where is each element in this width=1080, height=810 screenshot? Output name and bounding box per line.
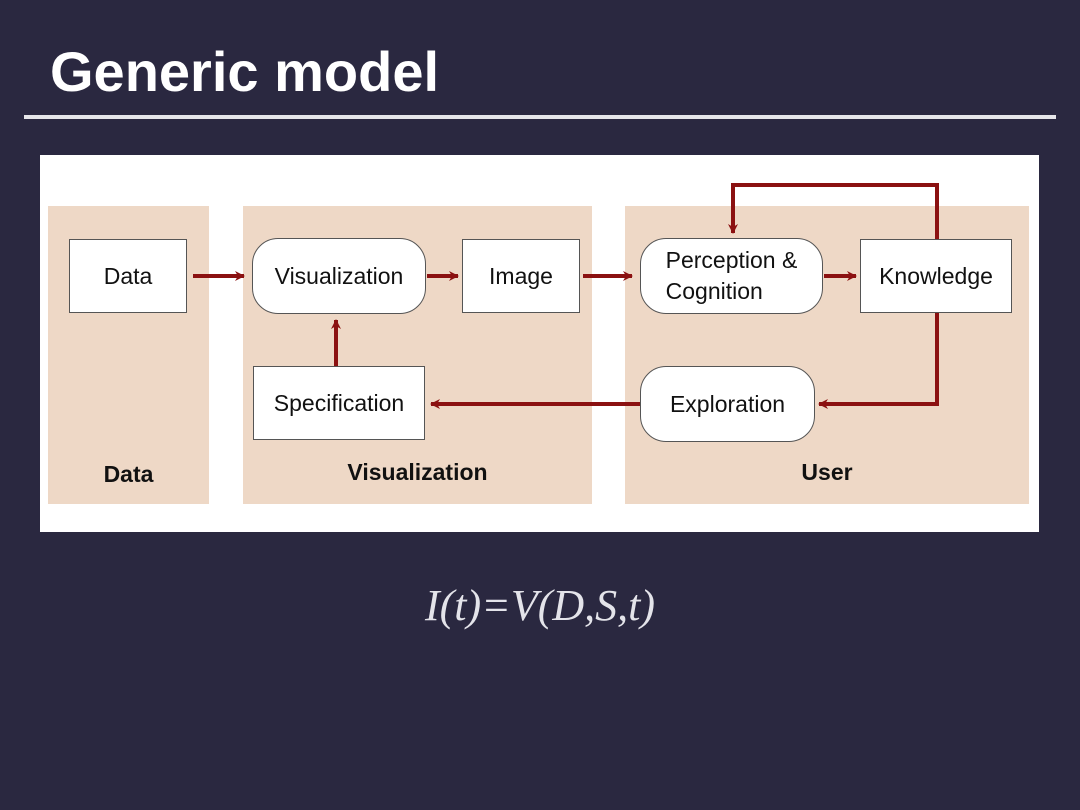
node-knowledge: Knowledge <box>860 239 1012 313</box>
title-divider <box>24 115 1056 119</box>
region-label-visualization: Visualization <box>347 459 488 485</box>
region-label-user: User <box>801 459 853 485</box>
node-data: Data <box>69 239 187 313</box>
node-perception-cognition: Perception & Cognition <box>640 238 823 314</box>
formula: I(t)=V(D,S,t) <box>424 581 656 630</box>
node-image: Image <box>462 239 580 313</box>
arrow-knowledge-to-exploration <box>818 313 939 409</box>
arrow-knowledge-to-perception <box>728 183 939 239</box>
diagram-panel: Data Visualization User Data Visualizati… <box>40 155 1039 532</box>
node-perception-label-line1: Perception & <box>665 247 798 273</box>
diagram-arrows <box>193 183 939 409</box>
node-perception-label: Perception & Cognition <box>666 245 798 307</box>
node-visualization: Visualization <box>252 238 426 314</box>
node-exploration-label: Exploration <box>669 390 786 417</box>
node-specification-label: Specification <box>273 389 405 416</box>
node-specification: Specification <box>253 366 425 440</box>
node-exploration: Exploration <box>640 366 815 442</box>
node-knowledge-label: Knowledge <box>879 262 993 289</box>
node-data-label: Data <box>103 262 153 289</box>
node-perception-label-line2: Cognition <box>665 278 763 304</box>
region-label-data: Data <box>103 461 154 487</box>
slide-title: Generic model <box>50 40 440 103</box>
node-image-label: Image <box>489 262 553 289</box>
node-visualization-label: Visualization <box>274 262 404 289</box>
